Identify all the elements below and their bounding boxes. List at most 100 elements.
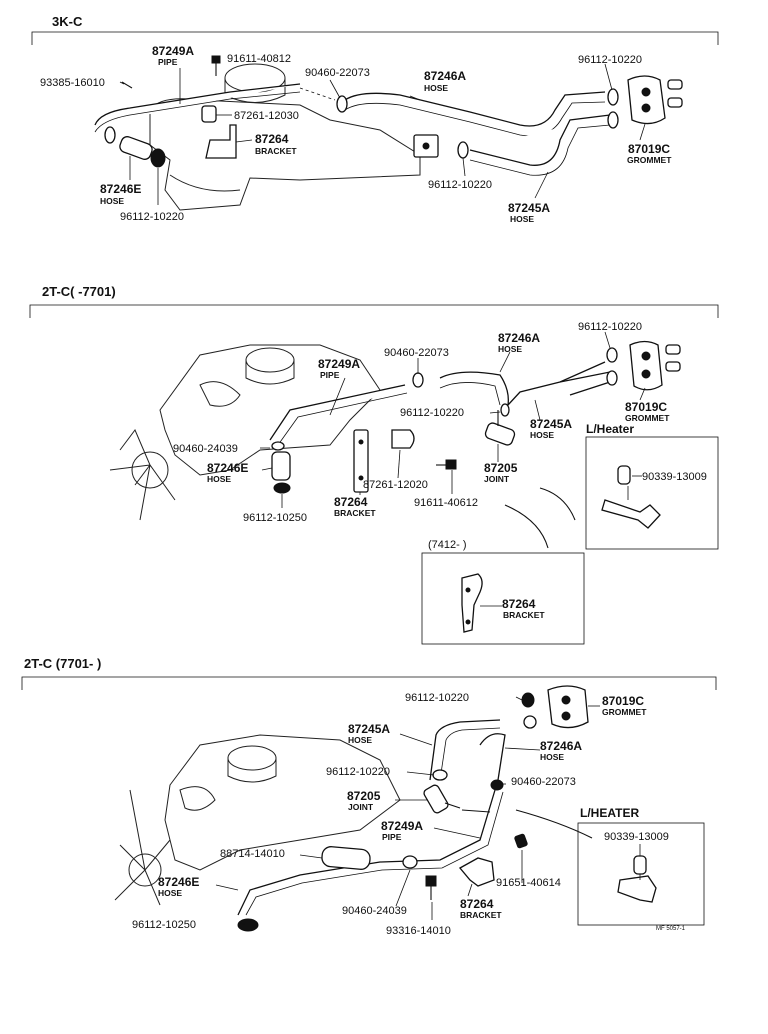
section-bracket-line bbox=[29, 304, 719, 318]
part-label: 87264 bbox=[460, 897, 494, 911]
part-label: 96112-10220 bbox=[578, 54, 642, 66]
inset-bracket: (7412- ) 87264 BRACKET bbox=[421, 539, 585, 645]
hose-88714 bbox=[321, 846, 371, 870]
part-label: 87245A bbox=[508, 201, 550, 215]
hose-87246a bbox=[479, 733, 506, 781]
part-label: 90460-24039 bbox=[173, 443, 238, 455]
clip-87261 bbox=[391, 429, 415, 449]
arrow-icon bbox=[461, 809, 491, 813]
part-desc: PIPE bbox=[320, 370, 340, 380]
part-desc: BRACKET bbox=[503, 610, 545, 620]
part-label: 96112-10220 bbox=[578, 321, 642, 333]
engine-outline bbox=[109, 344, 381, 521]
part-label: 87264 bbox=[502, 597, 536, 611]
part-desc: BRACKET bbox=[334, 508, 376, 518]
grommet-icon bbox=[627, 75, 683, 125]
grommet-icon bbox=[547, 685, 589, 729]
part-desc: BRACKET bbox=[460, 910, 502, 920]
part-label: 91611-40612 bbox=[414, 497, 478, 509]
clamp-icon bbox=[237, 692, 537, 932]
inset-title: L/HEATER bbox=[580, 806, 639, 820]
part-desc: BRACKET bbox=[255, 146, 297, 156]
heater-joint-icon bbox=[601, 499, 661, 529]
part-label: 87246E bbox=[158, 875, 199, 889]
hose-87246a bbox=[344, 91, 606, 127]
part-label: 87261-12020 bbox=[363, 479, 428, 491]
part-label: 87245A bbox=[348, 722, 390, 736]
part-desc: HOSE bbox=[158, 888, 182, 898]
section-3kc: 3K-C bbox=[31, 14, 719, 224]
part-label: 87264 bbox=[255, 132, 289, 146]
bolt-icon bbox=[436, 459, 457, 470]
section-header: 3K-C bbox=[52, 14, 83, 29]
part-label: 96112-10220 bbox=[326, 766, 390, 778]
bolt-icon bbox=[425, 833, 528, 900]
part-label: 96112-10250 bbox=[132, 919, 196, 931]
section-bracket-line bbox=[31, 31, 719, 45]
part-label: 96112-10220 bbox=[405, 692, 469, 704]
leader-lines bbox=[119, 63, 646, 205]
clamp-icon bbox=[271, 347, 618, 494]
inset-heater: L/HEATER 90339-13009 bbox=[577, 806, 705, 926]
part-label: 88714-14010 bbox=[220, 848, 285, 860]
part-label: 91651-40614 bbox=[496, 877, 561, 889]
part-label: 90460-22073 bbox=[305, 67, 370, 79]
footer-code: MF 5057-1 bbox=[656, 926, 686, 932]
part-label: 90460-22073 bbox=[511, 776, 576, 788]
section-2tc-early: 2T-C( -7701) bbox=[29, 284, 719, 645]
part-label: 87205 bbox=[484, 461, 518, 475]
part-desc: GROMMET bbox=[627, 155, 672, 165]
part-desc: PIPE bbox=[382, 832, 402, 842]
part-label: 87246A bbox=[498, 331, 540, 345]
part-desc: HOSE bbox=[510, 214, 534, 224]
part-label: 91611-40812 bbox=[227, 53, 291, 65]
hose-87246e bbox=[119, 136, 153, 160]
hose-87246e bbox=[271, 451, 291, 481]
joint-icon bbox=[423, 784, 461, 814]
arrow-icon bbox=[539, 487, 576, 521]
part-label: 96112-10220 bbox=[400, 407, 464, 419]
bracket-87264 bbox=[205, 124, 237, 159]
bracket-87264 bbox=[461, 573, 483, 633]
part-label: 87249A bbox=[152, 44, 194, 58]
part-desc: HOSE bbox=[424, 83, 448, 93]
part-label: 87019C bbox=[625, 400, 667, 414]
part-label: 93316-14010 bbox=[386, 925, 451, 937]
inset-heater: L/Heater 90339-13009 bbox=[585, 422, 719, 550]
part-label: 96112-10250 bbox=[243, 512, 307, 524]
part-label: 87019C bbox=[628, 142, 670, 156]
part-desc: HOSE bbox=[530, 430, 554, 440]
part-label: 87249A bbox=[318, 357, 360, 371]
hose-87245a bbox=[469, 114, 611, 166]
part-label: 90460-24039 bbox=[342, 905, 407, 917]
grommet-icon bbox=[629, 340, 681, 391]
part-desc: PIPE bbox=[158, 57, 178, 67]
part-desc: HOSE bbox=[498, 344, 522, 354]
part-label: 93385-16010 bbox=[40, 77, 105, 89]
part-label: 96112-10220 bbox=[120, 211, 184, 223]
part-label: 87246A bbox=[540, 739, 582, 753]
part-label: 87245A bbox=[530, 417, 572, 431]
part-desc: HOSE bbox=[540, 752, 564, 762]
section-bracket-line bbox=[21, 676, 717, 690]
bracket-87264 bbox=[458, 857, 495, 887]
heater-joint-icon bbox=[617, 875, 657, 903]
part-label: 87249A bbox=[381, 819, 423, 833]
part-label: 87019C bbox=[602, 694, 644, 708]
part-desc: GROMMET bbox=[625, 413, 670, 423]
leader-lines bbox=[215, 696, 600, 925]
bracket-87264 bbox=[353, 429, 369, 493]
part-label: 96112-10220 bbox=[428, 179, 492, 191]
section-header: 2T-C( -7701) bbox=[42, 284, 116, 299]
leader-lines bbox=[260, 331, 646, 508]
part-desc: HOSE bbox=[100, 196, 124, 206]
part-label: 87205 bbox=[347, 789, 381, 803]
clip-87261 bbox=[201, 105, 217, 123]
part-desc: HOSE bbox=[348, 735, 372, 745]
inset-title: L/Heater bbox=[586, 422, 634, 436]
arrow-icon bbox=[504, 504, 549, 549]
part-label: 87246A bbox=[424, 69, 466, 83]
hose-87245a bbox=[429, 719, 501, 781]
section-header: 2T-C (7701- ) bbox=[24, 656, 101, 671]
